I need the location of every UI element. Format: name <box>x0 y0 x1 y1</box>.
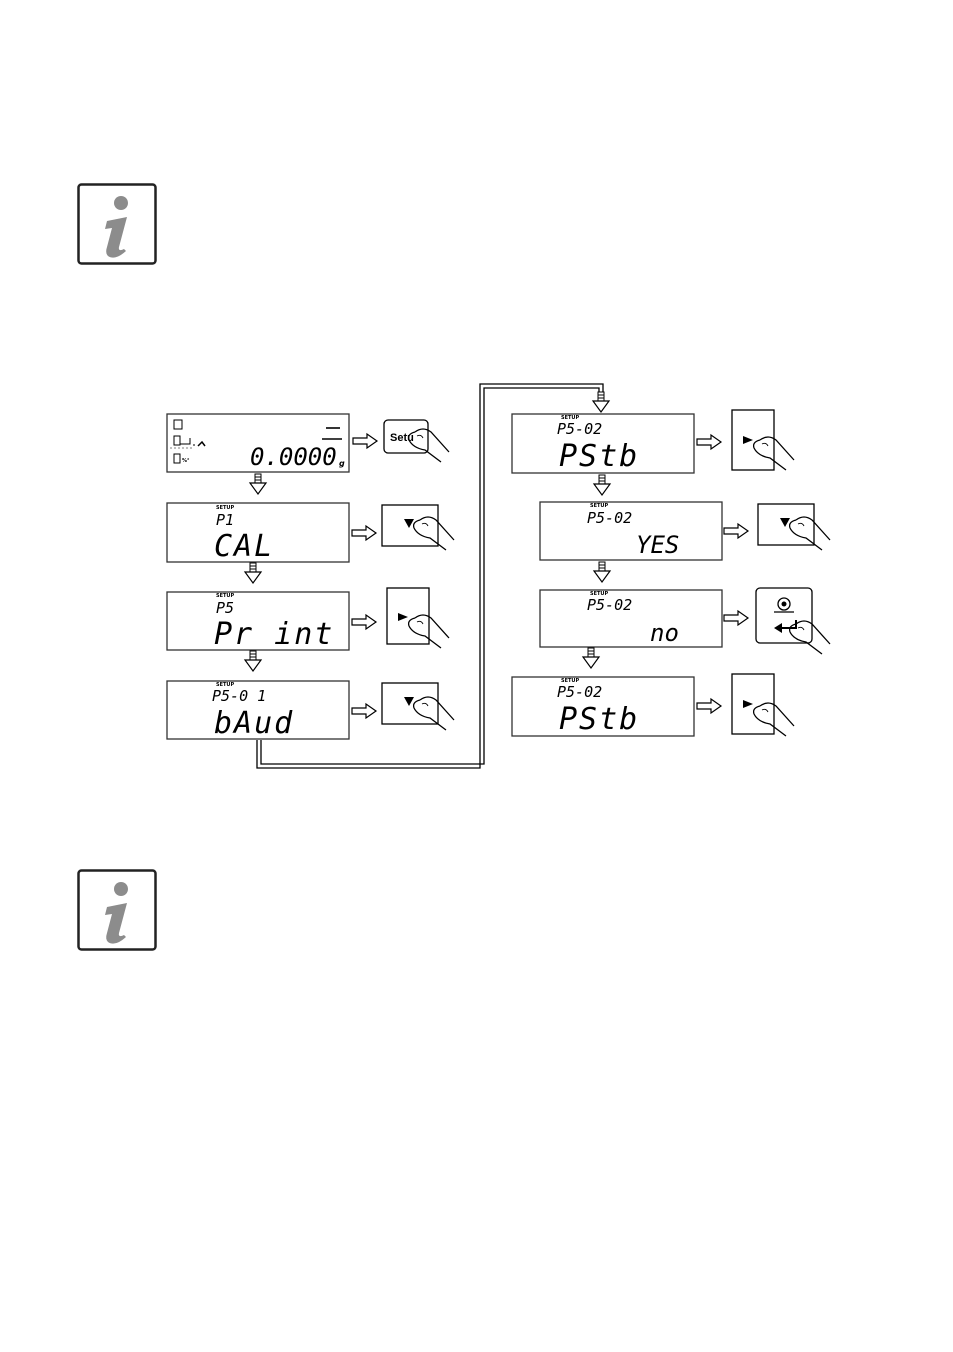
right-key-button[interactable] <box>387 588 449 648</box>
lcd-display-p5-02-no: SETUP P5-02 no <box>540 590 722 647</box>
lcd-display-p1: SETUP P1 CAL <box>167 503 349 564</box>
right-key-button[interactable] <box>732 410 794 470</box>
svg-text:P5: P5 <box>216 599 234 617</box>
display-value: 0.0000 <box>250 443 337 471</box>
svg-text:PStb: PStb <box>559 439 639 474</box>
svg-text:%°: %° <box>182 458 190 464</box>
lcd-display-p5: SETUP P5 Pr int <box>167 592 349 652</box>
setup-button[interactable]: Setu <box>384 420 449 462</box>
lcd-display-p5-02-pstb-final: SETUP P5-02 PStb <box>512 677 694 737</box>
enter-key-button[interactable] <box>756 588 830 654</box>
svg-text:P5-0 1: P5-0 1 <box>212 687 266 705</box>
svg-text:CAL: CAL <box>214 529 274 564</box>
down-key-button[interactable] <box>758 504 830 550</box>
display-unit: g <box>339 459 345 468</box>
lcd-display-p5-01: SETUP P5-0 1 bAud <box>167 681 349 741</box>
svg-text:Pr int: Pr int <box>214 617 334 652</box>
svg-text:P5-02: P5-02 <box>587 509 632 527</box>
svg-text:no: no <box>650 619 679 647</box>
svg-text:P5-02: P5-02 <box>557 420 602 438</box>
lcd-display-p5-02-pstb: SETUP P5-02 PStb <box>512 414 694 474</box>
lcd-display-initial: %° 0.0000 g <box>167 414 349 472</box>
svg-text:PStb: PStb <box>559 702 639 737</box>
down-key-button[interactable] <box>382 683 454 730</box>
svg-text:bAud: bAud <box>214 706 294 741</box>
svg-text:YES: YES <box>636 531 679 559</box>
down-key-button[interactable] <box>382 505 454 550</box>
svg-text:P1: P1 <box>216 511 234 529</box>
right-key-button[interactable] <box>732 674 794 736</box>
svg-text:P5-02: P5-02 <box>587 596 632 614</box>
lcd-display-p5-02-yes: SETUP P5-02 YES <box>540 502 722 560</box>
down-arrow <box>593 392 609 412</box>
svg-text:P5-02: P5-02 <box>557 683 602 701</box>
